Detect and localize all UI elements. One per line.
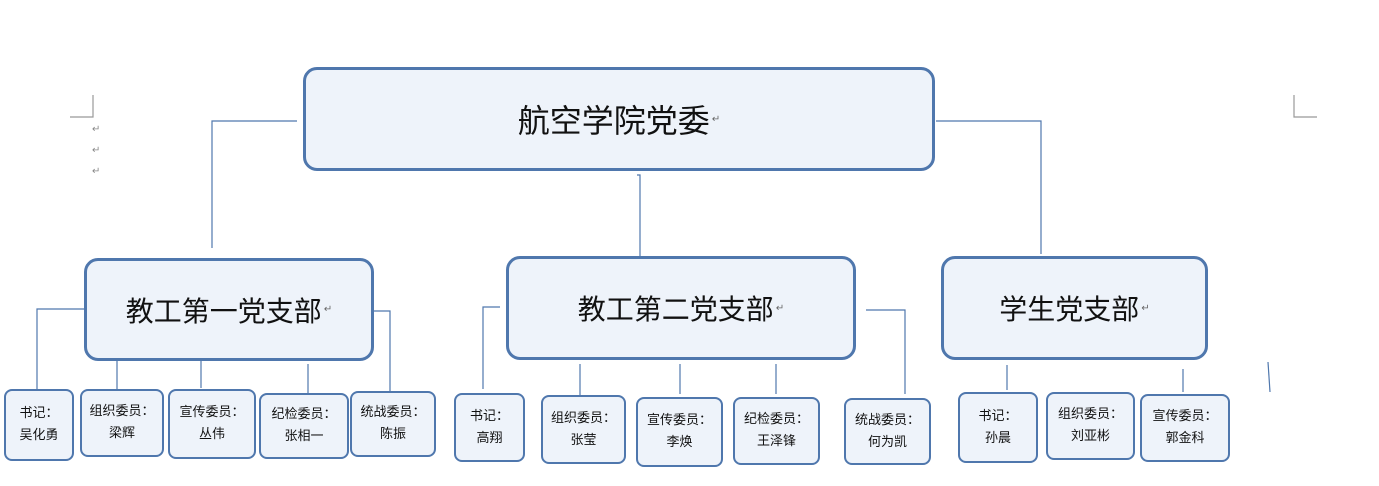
- paragraph-mark: ↵: [92, 166, 101, 177]
- connector-b2-leaf-5: [866, 309, 906, 394]
- member-name: 刘亚彬: [1070, 429, 1110, 444]
- paragraph-mark: ↵: [92, 124, 101, 135]
- member-role: 宣传委员：: [1152, 409, 1218, 424]
- connector-b1-leaf-5: [374, 310, 391, 392]
- member-name: 高翔: [476, 430, 503, 446]
- branch-node-1: 教工第一党支部↵: [84, 258, 374, 361]
- member-role: 纪检委员：: [271, 407, 337, 422]
- member-role: 宣传委员：: [646, 413, 712, 428]
- connector-root-branch-3: [936, 120, 1042, 254]
- root-label: 航空学院党委: [517, 102, 710, 140]
- branch-label: 学生党支部: [999, 293, 1140, 326]
- root-node: 航空学院党委↵: [303, 67, 935, 171]
- connector-b1-leaf-1: [36, 308, 84, 391]
- paragraph-mark: ↵: [92, 145, 101, 156]
- leaf-node: 纪检委员： 王泽锋: [733, 397, 820, 465]
- member-name: 郭金科: [1165, 431, 1205, 446]
- branch-node-2: 教工第二党支部↵: [506, 256, 856, 360]
- connector-b3-stray: [1267, 361, 1271, 393]
- member-role: 统战委员：: [360, 405, 426, 420]
- leaf-node: 宣传委员： 李焕: [636, 397, 723, 467]
- page-corner-mark-left: [70, 95, 94, 118]
- connector-b2-leaf-1: [482, 306, 500, 389]
- leaf-node: 组织委员： 梁辉: [80, 389, 164, 457]
- member-name: 李焕: [666, 435, 693, 450]
- leaf-node: 统战委员： 何为凯: [844, 398, 931, 465]
- member-role: 组织委员：: [89, 404, 155, 419]
- leaf-node: 书记： 吴化勇: [4, 389, 74, 461]
- member-name: 陈振: [379, 427, 406, 442]
- branch-label: 教工第二党支部: [577, 293, 774, 326]
- leaf-node: 宣传委员： 丛伟: [168, 389, 256, 459]
- leaf-node: 书记： 孙晨: [958, 392, 1038, 463]
- page-corner-mark-right: [1293, 95, 1317, 118]
- member-name: 何为凯: [867, 434, 907, 450]
- member-role: 统战委员：: [854, 412, 920, 428]
- connector-root-branch-1: [211, 120, 297, 248]
- member-role: 书记：: [469, 408, 509, 424]
- leaf-node: 宣传委员： 郭金科: [1140, 394, 1230, 462]
- connector-root-branch-2: [637, 174, 641, 262]
- member-role: 书记：: [19, 406, 59, 421]
- member-name: 张莹: [570, 432, 597, 448]
- member-role: 组织委员：: [550, 410, 616, 426]
- leaf-node: 组织委员： 张莹: [541, 395, 626, 464]
- leaf-node: 书记： 高翔: [454, 393, 525, 462]
- paragraph-mark: ↵: [711, 113, 721, 125]
- member-name: 丛伟: [198, 427, 225, 442]
- member-name: 孙晨: [984, 430, 1011, 446]
- member-name: 张相一: [284, 429, 324, 444]
- member-role: 宣传委员：: [179, 405, 245, 420]
- member-name: 梁辉: [108, 426, 135, 441]
- leaf-node: 组织委员： 刘亚彬: [1046, 392, 1135, 460]
- member-name: 吴化勇: [19, 428, 59, 443]
- branch-label: 教工第一党支部: [125, 294, 322, 328]
- leaf-node: 统战委员： 陈振: [350, 391, 436, 457]
- paragraph-mark: ↵: [775, 302, 785, 314]
- leaf-node: 纪检委员： 张相一: [259, 393, 349, 459]
- member-name: 王泽锋: [756, 434, 796, 449]
- branch-node-3: 学生党支部↵: [941, 256, 1208, 360]
- paragraph-mark: ↵: [1141, 302, 1150, 314]
- paragraph-mark: ↵: [323, 304, 333, 315]
- member-role: 纪检委员：: [743, 412, 809, 427]
- member-role: 组织委员：: [1057, 407, 1123, 422]
- member-role: 书记：: [978, 408, 1018, 424]
